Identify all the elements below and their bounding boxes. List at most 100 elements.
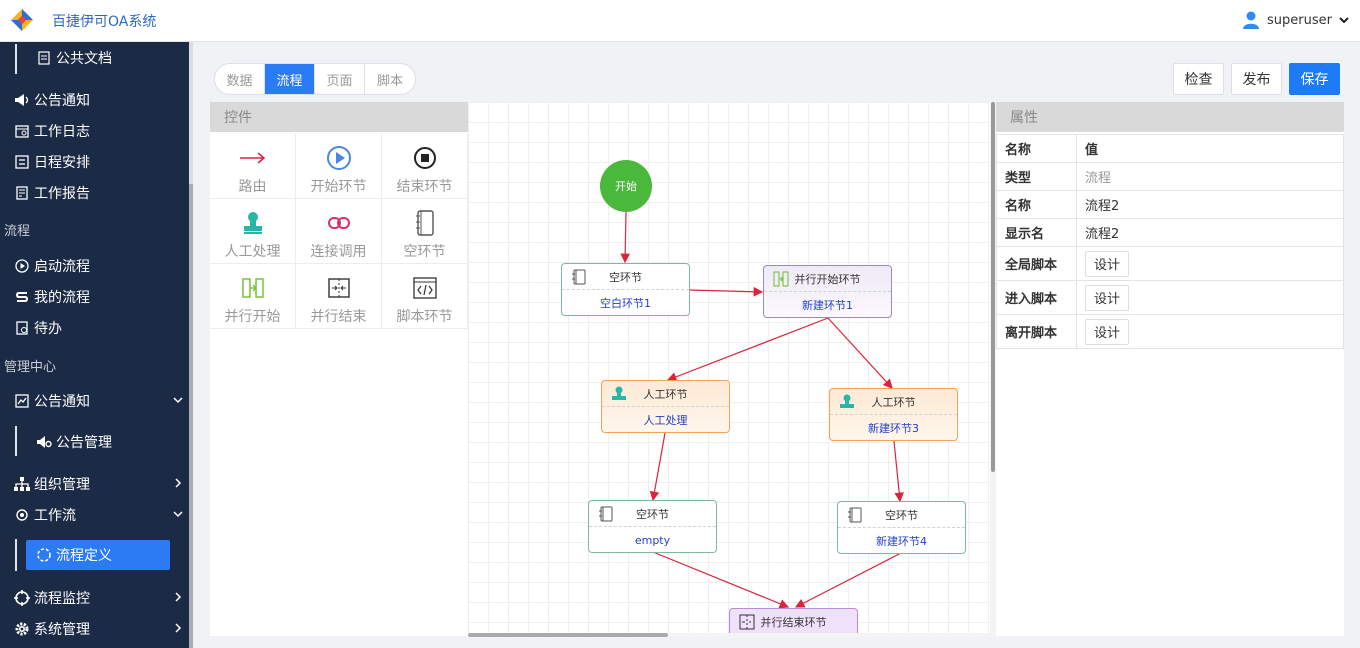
tree-line (15, 426, 17, 456)
sidebar-item-label: 流程监控 (34, 591, 90, 607)
global-script-design-button[interactable]: 设计 (1085, 250, 1129, 277)
tab-page[interactable]: 页面 (315, 64, 365, 94)
list-icon (14, 154, 30, 170)
sidebar-item-workflow[interactable]: 工作流 (14, 502, 190, 528)
user-menu[interactable]: superuser (1241, 8, 1350, 32)
leave-script-design-button[interactable]: 设计 (1085, 318, 1129, 345)
stamp-icon (240, 210, 266, 236)
publish-button[interactable]: 发布 (1231, 63, 1282, 95)
crosshair-icon (14, 590, 30, 606)
flow-canvas[interactable]: 开始 空环节 空白环节1 并行开始环节 新建环节1 人工环节 人工处理 人工环节… (468, 102, 990, 636)
sidebar-item-announcements-admin[interactable]: 公告通知 (14, 388, 190, 414)
node-type: 并行结束环节 (760, 616, 827, 629)
node-name: 新建环节3 (868, 422, 919, 435)
prop-key: 显示名 (996, 218, 1077, 247)
node-header: 并行结束环节 (730, 609, 857, 635)
canvas-vertical-scrollbar[interactable] (990, 102, 996, 636)
node-name: 空白环节1 (600, 297, 651, 310)
control-label: 连接调用 (310, 244, 367, 260)
control-parallel-end[interactable]: 并行结束 (296, 264, 382, 329)
canvas-horizontal-scrollbar[interactable] (468, 633, 990, 637)
check-button[interactable]: 检查 (1173, 63, 1224, 95)
flow-node-manual-1[interactable]: 人工环节 人工处理 (601, 380, 730, 433)
controls-title: 控件 (210, 102, 468, 132)
sidebar-item-work-log[interactable]: 工作日志 (14, 118, 190, 144)
sidebar-item-todo[interactable]: 待办 (14, 315, 190, 341)
notebook-icon (412, 210, 438, 236)
control-route[interactable]: 路由 (210, 134, 296, 199)
save-button[interactable]: 保存 (1289, 63, 1340, 95)
sidebar-item-work-report[interactable]: 工作报告 (14, 180, 190, 206)
flow-node-parallel-start[interactable]: 并行开始环节 新建环节1 (763, 265, 892, 318)
sidebar-item-schedule[interactable]: 日程安排 (14, 149, 190, 175)
sidebar-item-announcements[interactable]: 公告通知 (14, 87, 190, 113)
table-row: 离开脚本 设计 (996, 314, 1344, 349)
sidebar-item-my-process[interactable]: 我的流程 (14, 284, 190, 310)
flow-node-empty-4[interactable]: 空环节 新建环节4 (837, 501, 966, 554)
properties-panel: 属性 名称 值 类型 流程 名称 流程2 显示名 流程2 全局脚本 设计 进入脚… (996, 102, 1344, 636)
edge (794, 552, 902, 608)
org-icon (14, 476, 30, 492)
edge (649, 432, 666, 502)
start-node[interactable]: 开始 (600, 160, 652, 212)
tree-line (15, 539, 17, 571)
enter-script-design-button[interactable]: 设计 (1085, 284, 1129, 311)
flow-node-manual-3[interactable]: 人工环节 新建环节3 (829, 388, 958, 441)
sidebar-item-process-monitor[interactable]: 流程监控 (14, 585, 190, 611)
prop-value: 流程 (1076, 162, 1344, 191)
control-script-node[interactable]: 脚本环节 (382, 264, 468, 329)
username: superuser (1267, 12, 1332, 28)
tab-script[interactable]: 脚本 (376, 73, 403, 89)
control-end-node[interactable]: 结束环节 (382, 134, 468, 199)
node-type: 人工环节 (643, 387, 688, 401)
chevron-down-icon (173, 511, 183, 518)
node-header: 人工环节 (602, 381, 729, 407)
workflow-icon (14, 507, 30, 523)
user-avatar-icon (1243, 11, 1260, 29)
sidebar-item-public-docs[interactable]: 公共文档 (36, 45, 186, 71)
sidebar-item-label: 工作日志 (34, 124, 90, 140)
chevron-right-icon (175, 478, 182, 488)
sidebar-item-system-manage[interactable]: 系统管理 (14, 616, 190, 642)
control-manual[interactable]: 人工处理 (210, 199, 296, 264)
control-start-node[interactable]: 开始环节 (296, 134, 382, 199)
play-circle-icon (14, 258, 30, 274)
control-label: 脚本环节 (396, 309, 453, 325)
flow-node-empty-1[interactable]: 空环节 空白环节1 (561, 263, 690, 316)
scrollbar-thumb[interactable] (468, 633, 668, 637)
stop-icon (412, 145, 438, 171)
sidebar-item-label: 公告通知 (34, 93, 90, 109)
app-title: 百捷伊可OA系统 (52, 14, 157, 30)
sidebar-group-workflow: 流程 (4, 224, 31, 239)
sidebar-item-label: 启动流程 (34, 259, 90, 275)
document-icon (36, 50, 52, 66)
edge (652, 551, 790, 609)
control-parallel-start[interactable]: 并行开始 (210, 264, 296, 329)
prop-value[interactable]: 流程2 (1076, 218, 1344, 247)
sidebar-item-label: 公告通知 (34, 394, 90, 410)
prop-value[interactable]: 流程2 (1076, 190, 1344, 219)
control-empty-node[interactable]: 空环节 (382, 199, 468, 264)
node-name: 人工处理 (643, 414, 688, 427)
play-icon (326, 145, 352, 171)
sidebar-item-label: 组织管理 (34, 477, 90, 493)
megaphone-icon (14, 92, 30, 108)
flow-node-parallel-end[interactable]: 并行结束环节 (729, 608, 858, 636)
scrollbar-thumb[interactable] (189, 184, 193, 648)
control-link-call[interactable]: 连接调用 (296, 199, 382, 264)
speaker-settings-icon (36, 434, 52, 450)
sidebar-item-announcement-manage[interactable]: 公告管理 (36, 429, 186, 455)
tab-data[interactable]: 数据 (215, 64, 265, 94)
edge (827, 317, 893, 389)
prop-key: 名称 (996, 134, 1077, 163)
flow-node-empty-2[interactable]: 空环节 empty (588, 500, 717, 553)
chevron-down-icon (173, 397, 183, 404)
sidebar-item-start-process[interactable]: 启动流程 (14, 253, 190, 279)
table-row: 显示名 流程2 (996, 218, 1344, 247)
sidebar-item-org-manage[interactable]: 组织管理 (14, 471, 190, 497)
sidebar-scrollbar[interactable] (189, 42, 193, 648)
scrollbar-thumb[interactable] (991, 102, 995, 472)
tab-flow[interactable]: 流程 (265, 64, 315, 94)
control-label: 人工处理 (224, 244, 281, 260)
sidebar-item-process-definition[interactable]: 流程定义 (26, 540, 170, 570)
